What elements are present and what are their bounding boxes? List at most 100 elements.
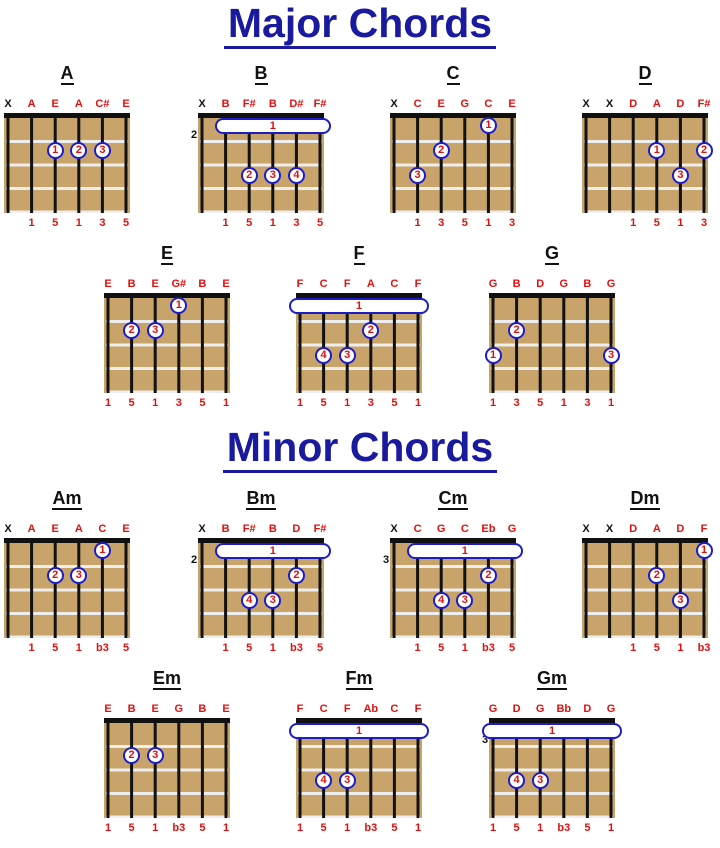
string-note-label: A (27, 98, 36, 110)
interval-label: 3 (367, 397, 374, 409)
finger-marker: 3 (93, 142, 111, 159)
chord-name: E (160, 243, 173, 265)
string-note-label: A (366, 278, 375, 290)
interval-label: 5 (316, 217, 324, 229)
interval-label: 5 (199, 397, 206, 409)
interval-label: 5 (438, 642, 445, 654)
string-note-label: G (559, 278, 569, 290)
string-note-label: A (27, 523, 36, 535)
string-note-label: C (319, 703, 328, 715)
string-note-label: E (51, 523, 59, 535)
interval-label: 1 (560, 397, 567, 409)
finger-marker: 1 (648, 142, 666, 159)
string-note-label: G (174, 703, 184, 715)
finger-marker: 2 (432, 142, 450, 159)
chord-name: Gm (536, 668, 567, 690)
interval-label: 5 (52, 642, 59, 654)
string-note-label: E (508, 98, 516, 110)
interval-label: 1 (677, 217, 684, 229)
interval-label: 5 (391, 397, 398, 409)
string-note-label: E (151, 278, 159, 290)
interval-label: 3 (508, 217, 516, 229)
fretboard (582, 538, 708, 638)
fretboard (104, 293, 230, 393)
chord-name: Bm (246, 488, 276, 510)
string-note-label: B (512, 278, 521, 290)
string-note-label: X (605, 98, 614, 110)
finger-marker: 3 (602, 347, 620, 364)
string-note-label: F (700, 523, 708, 535)
interval-label: 5 (199, 822, 206, 834)
interval-label: 1 (485, 217, 492, 229)
string-note-label: F (414, 278, 422, 290)
finger-marker: 3 (409, 167, 427, 184)
string-note-label: F (414, 703, 422, 715)
string-note-label: G# (171, 278, 187, 290)
finger-marker: 3 (671, 167, 689, 184)
fretboard (4, 538, 130, 638)
finger-marker: 3 (146, 747, 164, 764)
string-note-label: C (484, 98, 493, 110)
interval-label: 1 (152, 397, 159, 409)
finger-marker: 1 (93, 542, 111, 559)
finger-marker: 1 (46, 142, 64, 159)
string-note-label: E (151, 703, 159, 715)
interval-label: 1 (104, 397, 112, 409)
interval-label: 5 (537, 397, 544, 409)
finger-marker: 2 (70, 142, 88, 159)
interval-label: 1 (269, 642, 276, 654)
finger-marker: 3 (264, 592, 282, 609)
string-note-label: C (98, 523, 107, 535)
string-note-label: G (488, 703, 498, 715)
string-note-label: E (104, 278, 112, 290)
finger-marker: 3 (146, 322, 164, 339)
string-note-label: F (343, 278, 351, 290)
string-note-label: F# (697, 98, 711, 110)
interval-label: 5 (320, 822, 327, 834)
interval-label: b3 (289, 642, 303, 654)
string-note-label: F (296, 278, 304, 290)
interval-label: 1 (414, 217, 421, 229)
interval-label: 1 (75, 642, 82, 654)
string-note-label: A (74, 523, 83, 535)
string-note-label: G (606, 703, 616, 715)
interval-label: b3 (697, 642, 711, 654)
finger-marker: 4 (432, 592, 450, 609)
string-note-label: B (127, 278, 136, 290)
string-note-label: E (437, 98, 445, 110)
interval-label: 5 (508, 642, 516, 654)
finger-marker: 4 (315, 347, 333, 364)
string-note-label: F (343, 703, 351, 715)
finger-marker: 3 (338, 772, 356, 789)
finger-marker: 2 (287, 567, 305, 584)
interval-label: 1 (630, 642, 637, 654)
finger-marker: 2 (123, 322, 141, 339)
chord-name: Dm (630, 488, 660, 510)
string-note-label: F# (242, 98, 256, 110)
string-note-label: C (390, 703, 399, 715)
interval-label: 1 (28, 642, 35, 654)
interval-label: 1 (414, 822, 422, 834)
fretboard (489, 293, 615, 393)
finger-marker: 2 (479, 567, 497, 584)
fretboard (390, 113, 516, 213)
finger-marker: 1 (479, 117, 497, 134)
finger-marker: 3 (70, 567, 88, 584)
finger-marker: 2 (695, 142, 713, 159)
string-note-label: B (268, 98, 277, 110)
fret-number: 2 (191, 554, 198, 566)
string-note-label: B (221, 523, 230, 535)
string-note-label: X (582, 98, 590, 110)
interval-label: b3 (172, 822, 186, 834)
interval-label: 3 (99, 217, 106, 229)
interval-label: 1 (269, 217, 276, 229)
